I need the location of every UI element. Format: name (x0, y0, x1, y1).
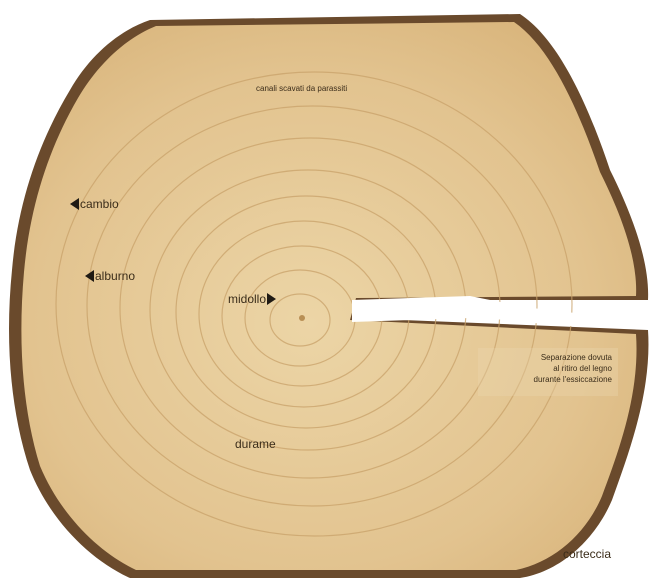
alburno-label: alburno (95, 268, 135, 284)
separazione-line-1: Separazione dovuta (484, 352, 612, 363)
wood-face (21, 22, 636, 570)
midollo-label: midollo (228, 291, 266, 307)
pith-mark (299, 315, 305, 321)
separazione-line-3: durante l'essiccazione (484, 374, 612, 385)
corteccia-label: corteccia (563, 546, 611, 562)
separazione-line-2: al ritiro del legno (484, 363, 612, 374)
durame-label: durame (235, 436, 276, 452)
cambio-label: cambio (80, 196, 119, 212)
canali-label: canali scavati da parassiti (256, 84, 347, 94)
separazione-caption: Separazione dovuta al ritiro del legno d… (478, 348, 618, 396)
